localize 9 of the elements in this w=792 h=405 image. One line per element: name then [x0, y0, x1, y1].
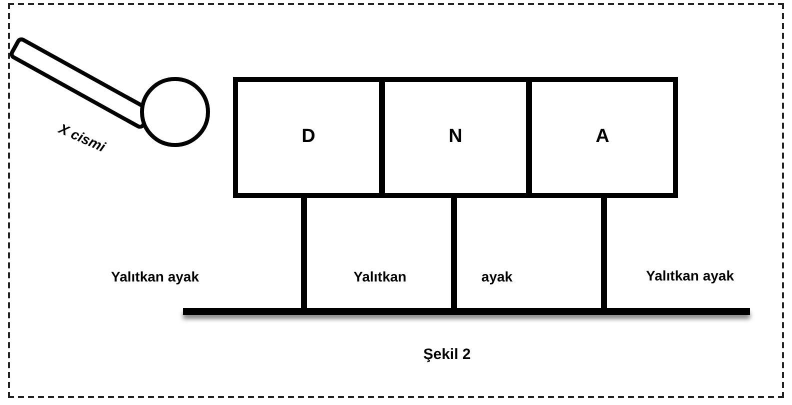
figure-caption: Şekil 2 — [423, 344, 471, 365]
leg-label: Yalıtkan ayak — [111, 268, 199, 286]
leg-label: Yalıtkan ayak — [646, 266, 734, 286]
leg-label: ayak — [481, 268, 513, 286]
box-letter: A — [596, 125, 610, 150]
box-letter: D — [302, 125, 316, 150]
object-label: X cismi — [56, 119, 109, 157]
box-letter: N — [448, 125, 462, 150]
leg-label: Yalıtkan — [354, 268, 406, 286]
